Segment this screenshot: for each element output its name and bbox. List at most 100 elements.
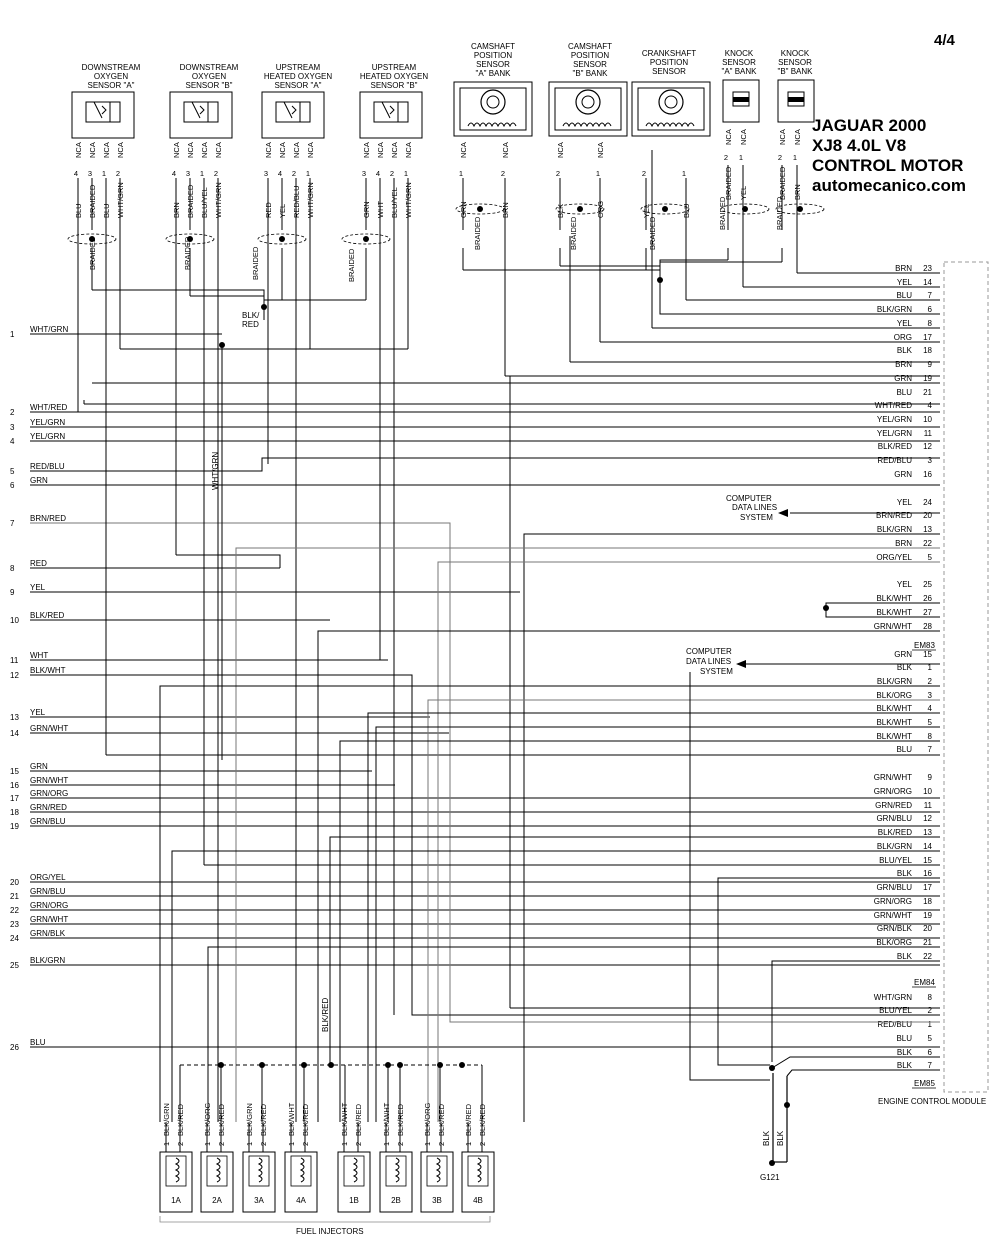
injector-name: 2B (391, 1196, 401, 1205)
knock-element-icon (788, 97, 804, 102)
right-terminal-pin: 24 (923, 498, 932, 507)
injector-2b: 2B1BLK/WHT2BLK/RED (379, 1102, 413, 1213)
right-terminal-pin: 3 (928, 691, 933, 700)
connector-em83: EM83 (914, 641, 935, 650)
splice-label-1: BLK/ (242, 311, 260, 320)
wire-path (375, 726, 940, 1122)
braided-label: BRAIDED (183, 236, 192, 270)
pin-number: 1 (596, 169, 600, 178)
oxygen-sensor-icon (85, 101, 121, 123)
pin-number: 3 (186, 169, 190, 178)
sensor-label-line: SENSOR "A" (87, 81, 134, 90)
right-terminal-pin: 16 (923, 470, 932, 479)
sensor-label-line: "B" BANK (572, 69, 608, 78)
left-terminal-number: 14 (10, 729, 19, 738)
left-terminal-wire-label: BLK/RED (30, 611, 64, 620)
title-line-3: CONTROL MOTOR (812, 156, 963, 175)
right-terminal-wire-label: YEL (897, 580, 913, 589)
wire-path (235, 547, 940, 1122)
oxygen-sensor-icon (183, 101, 219, 123)
right-terminal-wire-label: BLK/WHT (876, 718, 912, 727)
sensor-box (722, 79, 760, 123)
wire-path (717, 877, 940, 1066)
pin-number: 1 (306, 169, 310, 178)
sensor-label-line: HEATED OXYGEN (360, 72, 429, 81)
sensor-label-line: HEATED OXYGEN (264, 72, 333, 81)
nca-label: NCA (306, 142, 315, 158)
left-terminal-number: 13 (10, 713, 19, 722)
nca-label: NCA (264, 142, 273, 158)
left-terminal-wire-label: GRN/WHT (30, 724, 68, 733)
braided-label: BRAIDED (251, 246, 260, 280)
splice-dot (662, 206, 668, 212)
sensor-core-icon (486, 95, 500, 109)
coil-icon (645, 122, 695, 128)
ground-label: G121 (760, 1173, 780, 1182)
right-terminal-wire-label: YEL (897, 498, 913, 507)
right-terminal-pin: 2 (928, 1006, 933, 1015)
right-terminal-pin: 17 (923, 333, 932, 342)
right-terminal-wire-label: BLK/ORG (876, 938, 912, 947)
computer-data-lines-1: COMPUTER DATA LINES SYSTEM (726, 494, 940, 522)
right-terminal-pin: 5 (928, 718, 933, 727)
wire-path (207, 946, 940, 1122)
braid-shield-icon (341, 233, 391, 245)
injector-inner-box (206, 1155, 228, 1187)
wire-path (159, 685, 940, 1122)
injector-pin-wire: BLK/RED (464, 1103, 473, 1136)
sensor-core-icon (664, 95, 678, 109)
coil-icon (257, 1157, 263, 1183)
right-terminal-pin: 26 (923, 594, 932, 603)
left-terminal-wire-label: GRN/BLK (30, 929, 66, 938)
right-terminal-wire-label: BLK/GRN (877, 305, 912, 314)
splice-dot (363, 236, 369, 242)
right-terminal-wire-label: GRN/WHT (874, 911, 912, 920)
sensor-label-line: UPSTREAM (276, 63, 321, 72)
right-terminal-pin: 5 (928, 1034, 933, 1043)
left-terminal-wire-label: WHT/GRN (30, 325, 68, 334)
right-terminal-pin: 8 (928, 993, 933, 1002)
right-terminal-pin: 10 (923, 415, 932, 424)
nca-label: NCA (404, 142, 413, 158)
injector-name: 3B (432, 1196, 442, 1205)
sensor-label-line: SENSOR (722, 58, 756, 67)
coil-icon (174, 1157, 180, 1183)
injector-name: 1B (349, 1196, 359, 1205)
sensor-7: CRANKSHAFTPOSITIONSENSOR2YEL1BLU (631, 49, 711, 218)
ecm-box (943, 261, 989, 1093)
right-terminal-wire-label: BLU/YEL (879, 1006, 912, 1015)
injector-name: 1A (171, 1196, 181, 1205)
cdl2-line-2: DATA LINES (686, 657, 731, 666)
splice-dot (577, 206, 583, 212)
sensor-box (631, 81, 711, 137)
right-terminal-wire-label: BLU (896, 291, 912, 300)
injector-box (159, 1151, 193, 1213)
right-terminal-pin: 21 (923, 938, 932, 947)
right-terminal-wire-label: GRN/RED (875, 801, 912, 810)
sensor-box (548, 81, 628, 137)
braided-label: BRAIDED (347, 248, 356, 282)
right-terminal-wire-label: WHT/RED (875, 401, 913, 410)
right-terminal-pin: 1 (928, 663, 933, 672)
left-terminal-wire-label: GRN (30, 762, 48, 771)
injector-pin-wire: BLK/ORG (203, 1102, 212, 1136)
nca-label: NCA (596, 142, 605, 158)
wire-path (689, 672, 770, 1081)
braided-label: BRAIDED (569, 216, 578, 250)
right-terminal-pin: 13 (923, 828, 932, 837)
sensor-label-line: CAMSHAFT (568, 42, 612, 51)
injector-inner-box (467, 1155, 489, 1187)
coil-icon (352, 1157, 358, 1183)
left-terminal-wire-label: GRN/BLU (30, 817, 66, 826)
pin-number: 3 (264, 169, 268, 178)
left-terminal-wire-label: GRN/BLU (30, 887, 66, 896)
page-number: 4/4 (934, 32, 956, 49)
right-terminal-pin: 14 (923, 842, 932, 851)
sensor-label-line: DOWNSTREAM (180, 63, 239, 72)
sensor-box (71, 91, 135, 139)
injector-4a: 4A1BLK/WHT2BLK/RED (284, 1102, 318, 1213)
right-terminal-wire-label: GRN (894, 374, 912, 383)
nca-label: NCA (214, 142, 223, 158)
cdl2-line-3: SYSTEM (700, 667, 733, 676)
